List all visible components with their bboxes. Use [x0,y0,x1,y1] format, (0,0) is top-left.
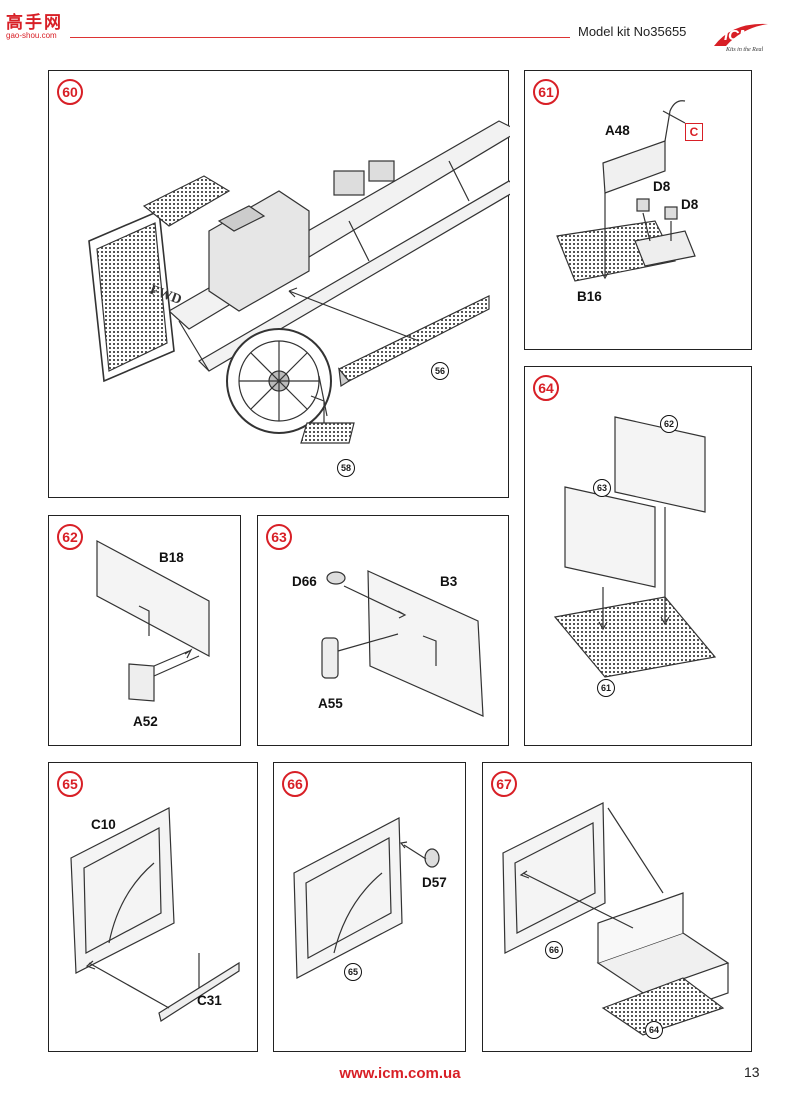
icm-logo: ICM Kits in the Real [712,18,770,54]
step-67-panel: 67 66 64 [482,762,752,1052]
part-label-b16: B16 [577,289,602,304]
step-number: 66 [282,771,308,797]
header-rule [70,37,570,38]
part-label-d8-right: D8 [681,197,699,212]
part-label-a48: A48 [605,123,630,138]
step-67-illustration [502,802,730,1036]
part-label-c10: C10 [91,817,116,832]
part-label-c31: C31 [197,993,222,1008]
step-number: 67 [491,771,517,797]
step-number: 61 [533,79,559,105]
part-label-a55: A55 [318,696,343,711]
step-63-panel: 63 D66 B3 A55 [257,515,509,746]
ref-62: 62 [660,415,678,433]
footer-website-link[interactable]: www.icm.com.ua [339,1065,461,1082]
step-number: 60 [57,79,83,105]
step-62-illustration [96,539,210,702]
ref-63: 63 [593,479,611,497]
watermark-subtext: gao-shou.com [6,31,57,40]
part-label-b18: B18 [159,550,184,565]
ref-66: 66 [545,941,563,959]
ref-64: 64 [645,1021,663,1039]
part-label-d66: D66 [292,574,317,589]
ref-56: 56 [431,362,449,380]
step-65-panel: 65 C10 C31 [48,762,258,1052]
watermark-logo: 高手网 gao-shou.com [6,8,70,44]
page-number: 13 [744,1064,760,1080]
step-61-illustration [556,100,696,282]
step-60-panel: 60 [48,70,510,498]
part-label-d8-left: D8 [653,179,671,194]
step-60-illustration: FWD [88,120,510,444]
step-number: 62 [57,524,83,550]
part-label-d57: D57 [422,875,447,890]
step-63-illustration [321,570,484,717]
part-label-b3: B3 [440,574,458,589]
step-62-panel: 62 B18 A52 [48,515,241,746]
step-number: 64 [533,375,559,401]
step-64-panel: 64 62 63 61 [524,366,752,746]
brand-tagline: Kits in the Real [725,47,763,53]
step-61-panel: 61 A48 C D8 D8 B16 [524,70,752,350]
ref-58: 58 [337,459,355,477]
ref-65: 65 [344,963,362,981]
ref-61: 61 [597,679,615,697]
step-number: 63 [266,524,292,550]
watermark-text: 高手网 [6,13,63,32]
step-65-illustration [70,807,240,1022]
step-66-panel: 66 D57 65 [273,762,466,1052]
sprue-c-box: C [685,123,703,141]
step-66-illustration [293,817,440,979]
part-label-a52: A52 [133,714,158,729]
step-64-illustration [553,416,717,678]
brand-name: ICM [724,27,752,44]
step-number: 65 [57,771,83,797]
model-kit-number: Model kit No35655 [578,24,687,39]
